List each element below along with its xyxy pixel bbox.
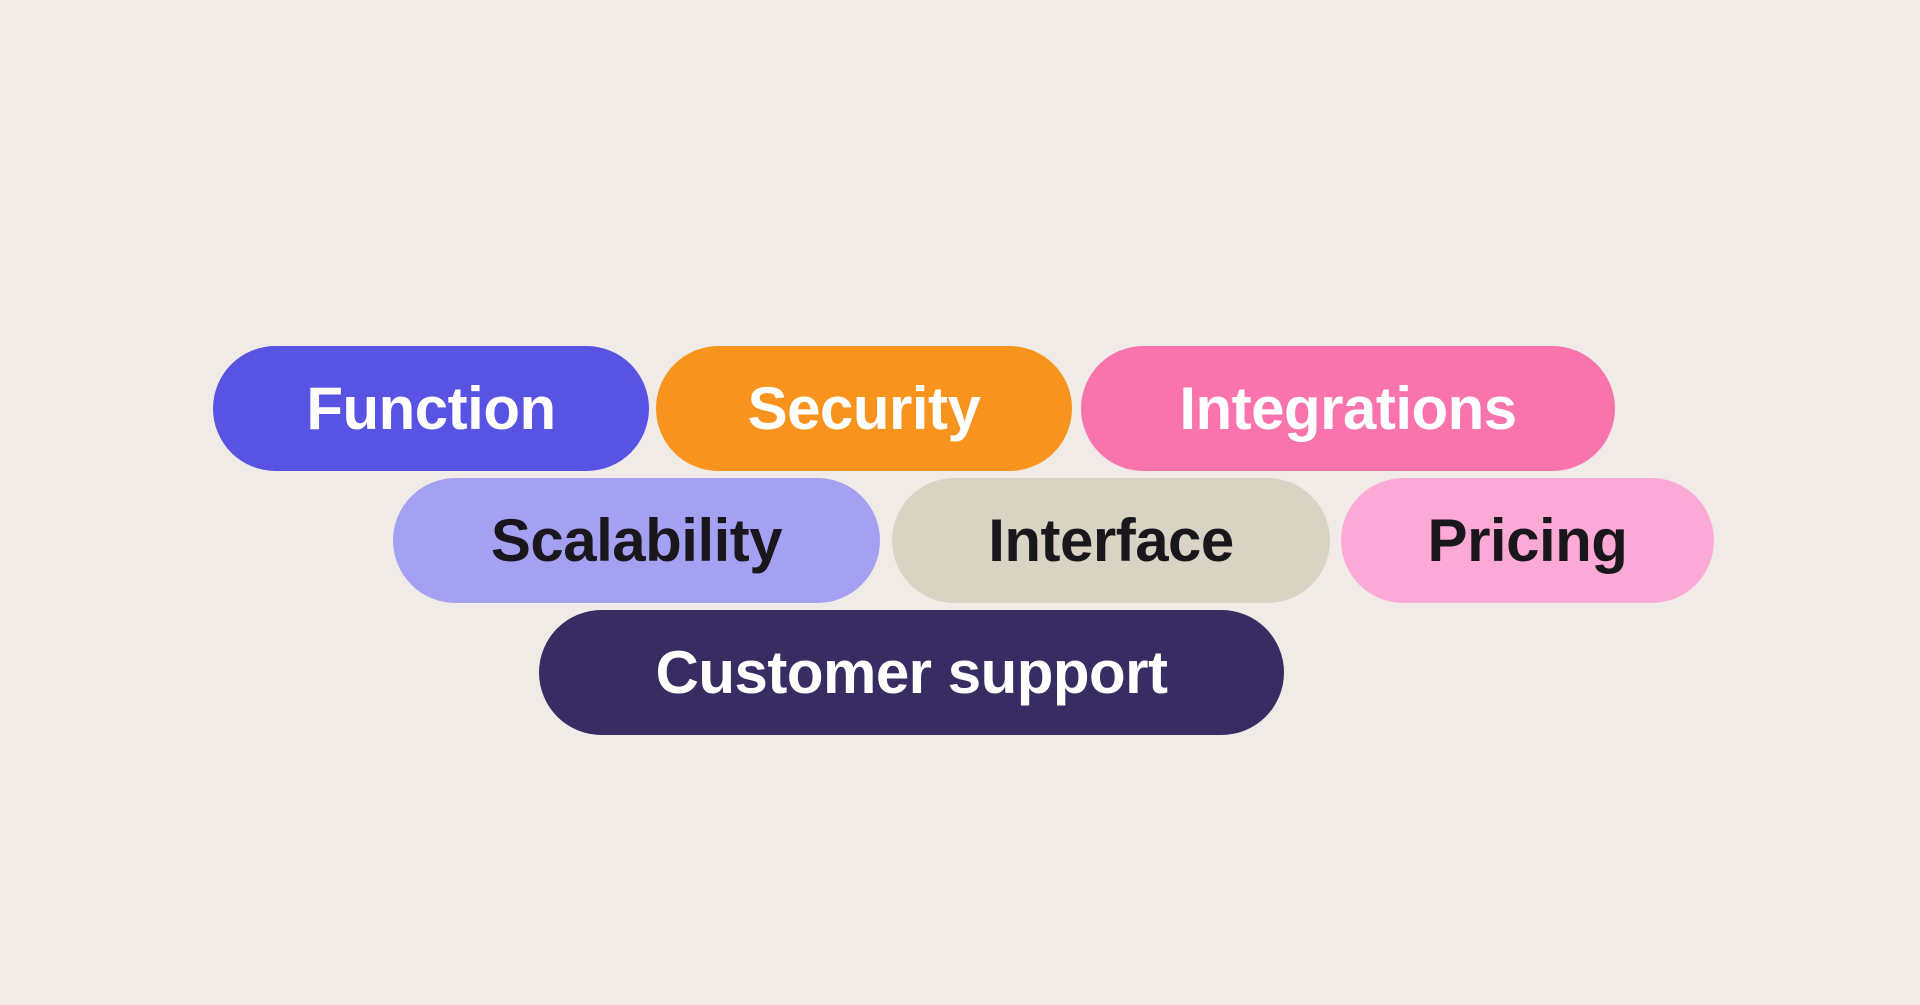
tag-scalability: Scalability <box>393 478 880 603</box>
tag-pricing: Pricing <box>1341 478 1714 603</box>
tag-function: Function <box>213 346 649 471</box>
tag-interface: Interface <box>892 478 1330 603</box>
tag-security: Security <box>656 346 1072 471</box>
tag-integrations: Integrations <box>1081 346 1615 471</box>
tag-customer-support: Customer support <box>539 610 1284 735</box>
